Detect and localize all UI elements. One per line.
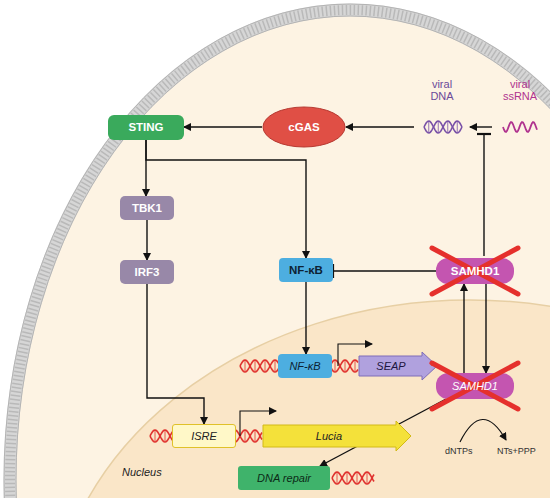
- connector-arrow: [184, 126, 262, 127]
- node-text: STING: [128, 121, 163, 134]
- dna-strand: [150, 430, 262, 442]
- factor-box: IRF3: [120, 260, 174, 284]
- dna-rung: [457, 121, 458, 133]
- connector-arrow: [147, 284, 204, 424]
- node-text: viral DNA: [420, 78, 464, 102]
- dna-strand: [332, 472, 374, 484]
- dna-strand: [424, 121, 462, 133]
- promoter-box: ISRE: [172, 424, 236, 448]
- node-text: SAMHD1: [452, 380, 498, 392]
- process-box: DNA repair: [238, 466, 330, 490]
- node-text: SAMHD1: [451, 265, 500, 278]
- protein-box: STING: [108, 115, 184, 140]
- dna-strand: [240, 360, 358, 372]
- dna-strand: [424, 121, 462, 133]
- rna-strand: [503, 122, 537, 132]
- dna-strand: [150, 430, 262, 442]
- node-text: ISRE: [191, 430, 217, 442]
- nucleus-envelope: [50, 300, 550, 498]
- connector-arrow: [146, 220, 147, 260]
- node-text: NF-κB: [289, 360, 320, 372]
- node-text: Nucleus: [122, 466, 162, 478]
- dna-strand: [240, 360, 358, 372]
- dna-rung: [345, 360, 346, 372]
- dna-rung: [245, 360, 246, 372]
- node-text: IRF3: [135, 266, 160, 279]
- dna-rung: [155, 430, 156, 442]
- product-label: NTs+PPP: [497, 446, 536, 456]
- reporter-arrow: SEAP: [358, 351, 438, 381]
- kinase-box: TBK1: [120, 196, 174, 220]
- dna-rung: [357, 472, 358, 484]
- factor-box: NF-κB: [279, 258, 333, 282]
- connector-arrow: [485, 284, 486, 373]
- dna-rung: [447, 121, 448, 133]
- samhd1-box: SAMHD1: [436, 258, 514, 284]
- node-text: Lucia: [316, 430, 342, 442]
- dna-rung: [255, 360, 256, 372]
- enzyme-ellipse: cGAS: [262, 106, 346, 148]
- dna-rung: [367, 472, 368, 484]
- inhibition-line: [483, 134, 484, 256]
- dna-rung: [337, 472, 338, 484]
- connector-arrow: [346, 126, 414, 127]
- connector-arrow: [463, 284, 464, 373]
- dna-rung: [245, 430, 246, 442]
- dna-rung: [355, 360, 356, 372]
- connector-arrow: [470, 126, 492, 127]
- node-text: TBK1: [132, 202, 162, 215]
- reporter-arrow: Lucia: [262, 420, 412, 452]
- viral-dna: viral DNA: [414, 78, 470, 136]
- dna-rung: [335, 360, 336, 372]
- dna-rung: [165, 430, 166, 442]
- viral-ssrna: viral ssRNA: [492, 78, 548, 136]
- dna-rung: [255, 430, 256, 442]
- metabolite-label: dNTPs: [445, 446, 473, 456]
- connector-arrow: [305, 282, 306, 354]
- factor-box: NF-κB: [278, 354, 332, 378]
- hydrolysis-arrow: [460, 419, 506, 442]
- dna-rung: [438, 121, 439, 133]
- dna-rung: [347, 472, 348, 484]
- connector-arrow: [333, 270, 436, 271]
- dna-rung: [265, 360, 266, 372]
- node-text: SEAP: [376, 360, 405, 372]
- dna-rung: [428, 121, 429, 133]
- node-text: NF-κB: [289, 264, 323, 277]
- samhd1-box: SAMHD1: [436, 373, 514, 399]
- dna-helices: [150, 121, 537, 484]
- dna-strand: [332, 472, 374, 484]
- node-text: DNA repair: [257, 472, 311, 484]
- node-text: viral ssRNA: [498, 78, 542, 102]
- node-text: cGAS: [288, 121, 319, 134]
- nucleus-region: Nucleus NF-κB SEAP SAMHD1ISRE LuciaDNA repai…: [88, 300, 550, 498]
- dna-rung: [275, 360, 276, 372]
